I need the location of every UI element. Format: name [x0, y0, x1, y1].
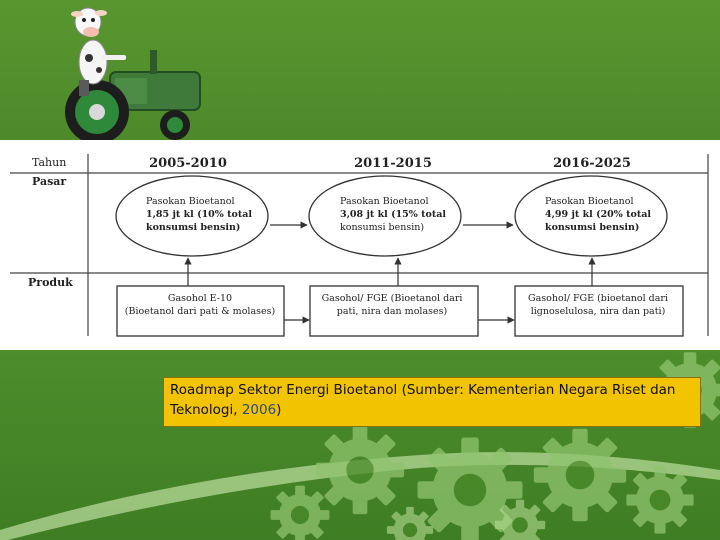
period-3: 2016-2025: [553, 156, 631, 171]
diagram-panel: [0, 140, 720, 350]
market-1-line-1: Pasokan Bioetanol: [146, 196, 235, 207]
caption-year: 2006: [241, 402, 277, 418]
market-2-line-1: Pasokan Bioetanol: [340, 196, 429, 207]
roadmap-diagram: Tahun Pasar Produk 2005-2010 2011-2015 2…: [10, 154, 709, 337]
market-3-line-2: 4,99 jt kl (20% total: [545, 209, 651, 220]
market-2-line-2: 3,08 jt kl (15% total: [340, 209, 446, 220]
market-1-line-3: konsumsi bensin): [146, 222, 240, 233]
market-3-line-1: Pasokan Bioetanol: [545, 196, 634, 207]
market-ellipse-1: [115, 175, 269, 257]
period-1: 2005-2010: [149, 156, 227, 171]
market-2-line-3: konsumsi bensin): [340, 222, 424, 233]
product-2-line-2: pati, nira dan molases): [337, 306, 447, 317]
row-label-year: Tahun: [32, 156, 66, 169]
product-1-line-1: Gasohol E-10: [168, 293, 232, 304]
market-3-line-3: konsumsi bensin): [545, 222, 639, 233]
product-box-1: [116, 285, 285, 337]
market-1-line-2: 1,85 jt kl (10% total: [146, 209, 252, 220]
product-1-line-2: (Bioetanol dari pati & molases): [125, 306, 275, 317]
product-box-2: [309, 285, 479, 337]
product-box-3: [514, 285, 684, 337]
cow-on-tractor-icon: [65, 7, 201, 144]
row-label-product: Produk: [28, 276, 73, 289]
product-2-line-1: Gasohol/ FGE (Bioetanol dari: [322, 293, 463, 304]
caption-close: ): [276, 402, 282, 418]
caption-box: Roadmap Sektor Energi Bioetanol (Sumber:…: [163, 377, 701, 427]
product-3-line-1: Gasohol/ FGE (bioetanol dari: [528, 293, 668, 304]
market-ellipse-3: [514, 175, 668, 257]
market-ellipse-2: [308, 175, 462, 257]
product-3-line-2: lignoselulosa, nira dan pati): [531, 306, 666, 317]
caption-text: Roadmap Sektor Energi Bioetanol (Sumber:…: [170, 382, 676, 418]
period-2: 2011-2015: [354, 156, 432, 171]
gear-decoration-icon: [0, 352, 720, 540]
row-label-market: Pasar: [32, 175, 66, 188]
